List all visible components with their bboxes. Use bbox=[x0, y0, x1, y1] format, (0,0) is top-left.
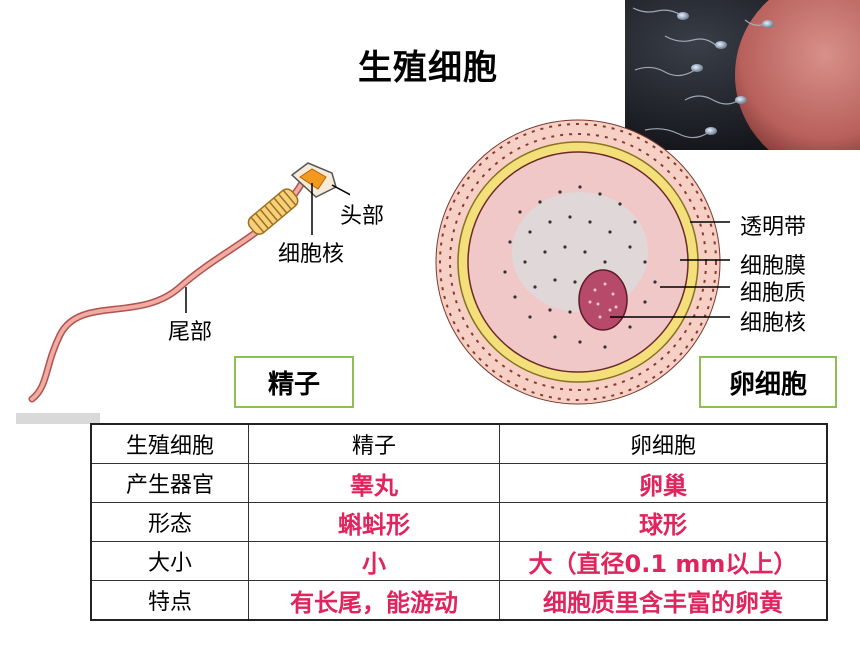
comparison-table: 生殖细胞 精子 卵细胞 产生器官 睾丸 卵巢 形态 蝌蚪形 球形 大小 小 大（… bbox=[90, 423, 828, 621]
sperm-egg-photo bbox=[625, 0, 860, 150]
label-tail: 尾部 bbox=[168, 320, 213, 345]
sperm-illustration bbox=[28, 162, 350, 403]
label-cytoplasm: 细胞质 bbox=[740, 281, 807, 306]
label-head: 头部 bbox=[340, 204, 385, 229]
sperm-value: 有长尾，能游动 bbox=[248, 580, 500, 621]
row-key: 形态 bbox=[90, 502, 249, 542]
egg-value: 细胞质里含丰富的卵黄 bbox=[499, 580, 828, 621]
label-egg-nucleus: 细胞核 bbox=[740, 311, 807, 336]
row-key: 大小 bbox=[90, 541, 249, 581]
sperm-value: 小 bbox=[248, 541, 500, 581]
row-key: 特点 bbox=[90, 580, 249, 621]
table-row: 特点 有长尾，能游动 细胞质里含丰富的卵黄 bbox=[90, 580, 828, 621]
sperm-caption-box: 精子 bbox=[234, 356, 354, 408]
egg-caption-box: 卵细胞 bbox=[699, 356, 837, 408]
table-header-row: 生殖细胞 精子 卵细胞 bbox=[90, 423, 828, 464]
table-row: 产生器官 睾丸 卵巢 bbox=[90, 463, 828, 503]
label-zona-pellucida: 透明带 bbox=[740, 215, 807, 240]
header-cell: 生殖细胞 bbox=[90, 423, 249, 464]
page-title: 生殖细胞 bbox=[358, 48, 498, 88]
row-key: 产生器官 bbox=[90, 463, 249, 503]
watermark bbox=[16, 413, 100, 424]
label-cell-membrane: 细胞膜 bbox=[740, 254, 807, 279]
table-row: 大小 小 大（直径0.1 mm以上） bbox=[90, 541, 828, 581]
egg-value: 大（直径0.1 mm以上） bbox=[499, 541, 828, 581]
sperm-value: 蝌蚪形 bbox=[248, 502, 500, 542]
table-row: 形态 蝌蚪形 球形 bbox=[90, 502, 828, 542]
label-sperm-nucleus: 细胞核 bbox=[278, 242, 345, 267]
header-cell: 卵细胞 bbox=[499, 423, 828, 464]
egg-value: 卵巢 bbox=[499, 463, 828, 503]
sperm-value: 睾丸 bbox=[248, 463, 500, 503]
egg-value: 球形 bbox=[499, 502, 828, 542]
header-cell: 精子 bbox=[248, 423, 500, 464]
egg-cell-illustration bbox=[435, 119, 730, 405]
